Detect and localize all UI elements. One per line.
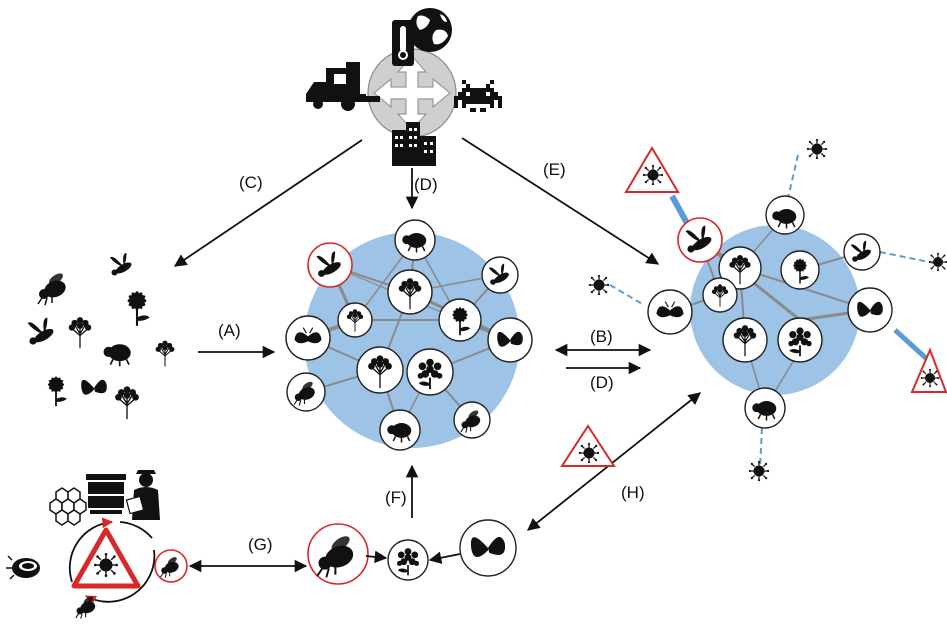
virus-icon bbox=[806, 138, 828, 160]
node-umbel-right-3 bbox=[722, 317, 768, 363]
arrow-h bbox=[527, 392, 701, 531]
virus-icon bbox=[928, 252, 947, 272]
central-network bbox=[285, 219, 533, 451]
node-hoverfly-right bbox=[843, 233, 881, 271]
node-bee-left bbox=[286, 372, 326, 412]
node-bee-infected-large bbox=[307, 523, 369, 585]
arrows bbox=[173, 137, 701, 573]
hazard-triangle-icon bbox=[910, 347, 947, 393]
node-moth-right bbox=[647, 289, 693, 335]
node-hoverfly bbox=[481, 256, 519, 294]
label-h: (H) bbox=[621, 483, 645, 502]
node-beetle-right-2 bbox=[847, 287, 893, 333]
varroa-mite-icon bbox=[6, 555, 40, 580]
label-d-top: (D) bbox=[414, 175, 438, 194]
label-d-right: (D) bbox=[590, 373, 614, 392]
node-moth bbox=[285, 315, 331, 361]
species-pool bbox=[27, 253, 176, 420]
pathogens bbox=[560, 138, 947, 482]
label-e: (E) bbox=[543, 160, 566, 179]
label-f: (F) bbox=[385, 488, 407, 507]
managed-bees-cycle bbox=[6, 470, 188, 620]
hazard-triangle-icon bbox=[624, 146, 680, 193]
bottom-transmission bbox=[307, 519, 517, 585]
arrow-c bbox=[173, 139, 363, 267]
node-bee-infected-small bbox=[154, 549, 188, 583]
honeybee-icon bbox=[75, 594, 98, 620]
node-umbel-3 bbox=[356, 346, 404, 394]
cycle-arrow-right bbox=[85, 549, 156, 606]
node-wasp bbox=[453, 401, 491, 439]
cycle-arrow-left bbox=[68, 517, 114, 583]
node-bumble-right-bottom bbox=[744, 387, 786, 429]
pathogen-links bbox=[609, 154, 935, 469]
node-umbel-2 bbox=[337, 302, 373, 338]
arrow-bee-to-flower bbox=[365, 550, 388, 564]
node-bumble-bottom bbox=[379, 409, 421, 451]
virus-icon bbox=[588, 274, 610, 296]
city-buildings-icon bbox=[392, 122, 436, 166]
label-b: (B) bbox=[590, 327, 613, 346]
hazard-triangle-icon bbox=[560, 424, 616, 467]
arrow-bumble-to-flower bbox=[428, 551, 461, 564]
virus-icon bbox=[748, 460, 770, 482]
beekeeper-icon bbox=[125, 470, 160, 520]
node-cluster-flower bbox=[387, 539, 429, 581]
label-g: (G) bbox=[248, 535, 273, 554]
space-invader-icon bbox=[454, 80, 502, 112]
node-daisy-right bbox=[780, 250, 820, 290]
beehive-icon bbox=[86, 474, 126, 514]
honeycomb-icon bbox=[49, 487, 87, 526]
node-cluster-right bbox=[777, 317, 823, 363]
node-umbel-right-1 bbox=[718, 246, 762, 290]
node-beetle-right bbox=[487, 317, 533, 363]
cycle-arrow-top bbox=[119, 521, 153, 539]
network-bubble bbox=[304, 232, 520, 448]
arrow-labels: (C) (D) (E) (A) (B) (D) (F) (G) (H) bbox=[218, 160, 645, 554]
infected-network bbox=[560, 138, 947, 482]
node-fly-infected-right bbox=[677, 217, 723, 263]
node-umbel-right-2 bbox=[702, 277, 738, 313]
node-umbel-1 bbox=[387, 269, 433, 315]
globe-icon bbox=[408, 8, 452, 52]
node-bumble-bottom-right bbox=[459, 519, 517, 577]
node-bumble-right-top bbox=[765, 195, 805, 235]
harvester-icon bbox=[306, 62, 380, 111]
infected-network-nodes bbox=[647, 195, 893, 429]
node-fly-infected bbox=[307, 242, 353, 288]
node-daisy bbox=[438, 298, 482, 342]
hazard-triangle-icon bbox=[71, 527, 141, 589]
network-nodes bbox=[285, 219, 533, 451]
label-a: (A) bbox=[218, 321, 241, 340]
node-cluster bbox=[406, 348, 454, 396]
arrow-e bbox=[461, 137, 660, 265]
node-bumble-top bbox=[394, 219, 436, 261]
drivers-hub bbox=[306, 8, 502, 166]
label-c: (C) bbox=[239, 173, 263, 192]
